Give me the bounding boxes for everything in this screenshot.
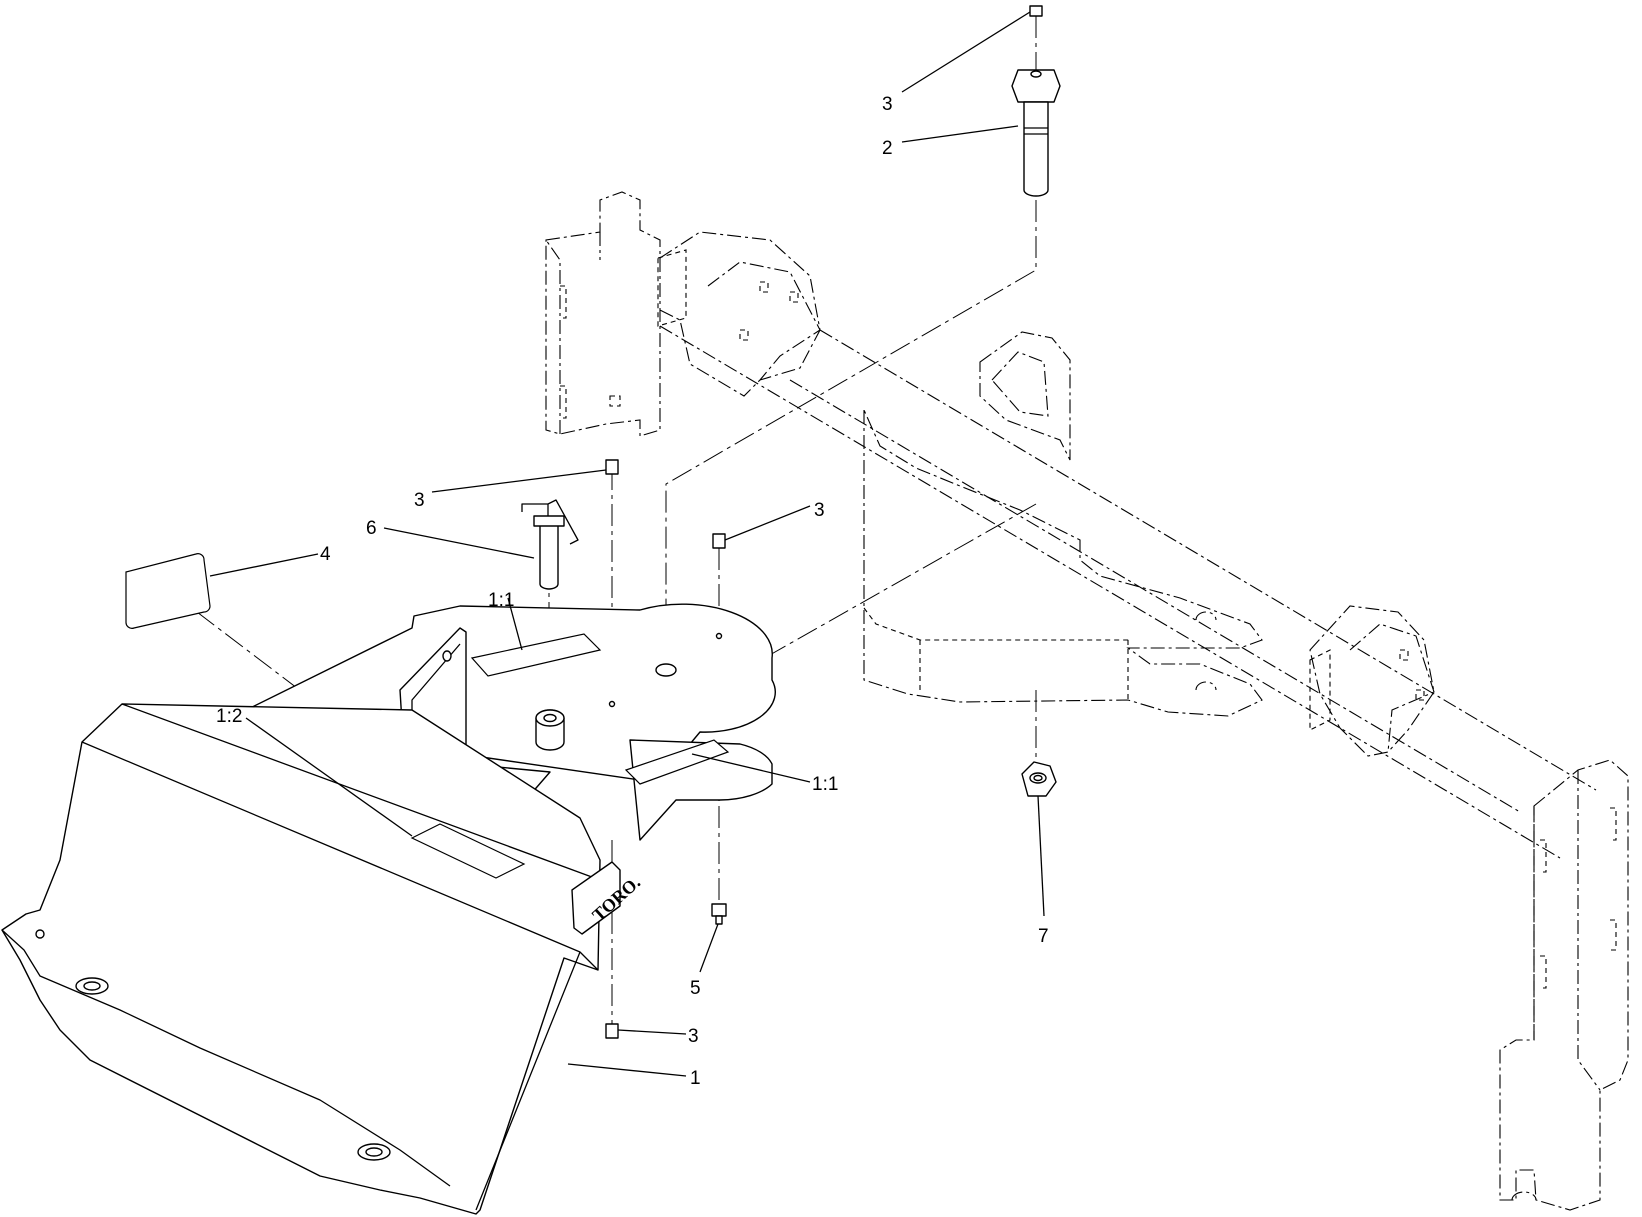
leader-1 — [567, 1063, 687, 1077]
grease-fitting-mid — [712, 533, 726, 549]
callout-1-2: 1:2 — [216, 706, 242, 727]
shroud-front — [1, 703, 601, 1215]
leader-lines — [209, 11, 1045, 1077]
leader-6 — [383, 527, 535, 559]
callout-2: 2 — [882, 138, 893, 159]
grease-fitting-left — [605, 459, 619, 475]
leader-3-bottom — [617, 1029, 687, 1035]
callout-3-top: 3 — [882, 94, 893, 115]
decal-1-1-right — [624, 739, 730, 785]
callout-1-1a: 1:1 — [488, 590, 514, 611]
grease-fitting-5 — [711, 903, 727, 917]
grease-fitting-bottom — [605, 1023, 619, 1039]
leader-3-top — [901, 11, 1031, 93]
bolt-shank — [1023, 101, 1049, 197]
parts: TORO. — [1, 5, 1061, 1215]
callout-3-left: 3 — [414, 490, 425, 511]
callout-4: 4 — [320, 544, 331, 565]
callout-3-bottom: 3 — [688, 1026, 699, 1047]
leader-7 — [1037, 795, 1045, 917]
callout-1: 1 — [690, 1068, 701, 1089]
pin — [539, 519, 559, 590]
callout-7: 7 — [1038, 926, 1049, 947]
decal-1-1-top — [470, 633, 602, 677]
toro-logo-plate — [571, 861, 621, 935]
leader-1-2 — [245, 717, 413, 837]
leader-1-1a — [507, 597, 523, 651]
callout-1-1b: 1:1 — [812, 774, 838, 795]
leader-3-mid — [724, 505, 811, 541]
leader-2 — [901, 125, 1019, 143]
bolt — [1011, 69, 1061, 103]
callout-labels: 3 2 3 6 3 4 1:1 1:2 1:1 7 5 3 1 — [216, 94, 1049, 1089]
decal — [125, 553, 211, 629]
callout-5: 5 — [690, 978, 701, 999]
leader-3-left — [431, 469, 607, 493]
callout-3-mid: 3 — [814, 500, 825, 521]
phantom-frame — [545, 191, 1629, 1211]
leader-5 — [699, 923, 719, 973]
callout-6: 6 — [366, 518, 377, 539]
decal-1-2 — [410, 823, 526, 879]
grease-fitting-top — [1029, 5, 1043, 17]
leader-4 — [209, 553, 319, 577]
leader-1-1b — [691, 753, 811, 783]
